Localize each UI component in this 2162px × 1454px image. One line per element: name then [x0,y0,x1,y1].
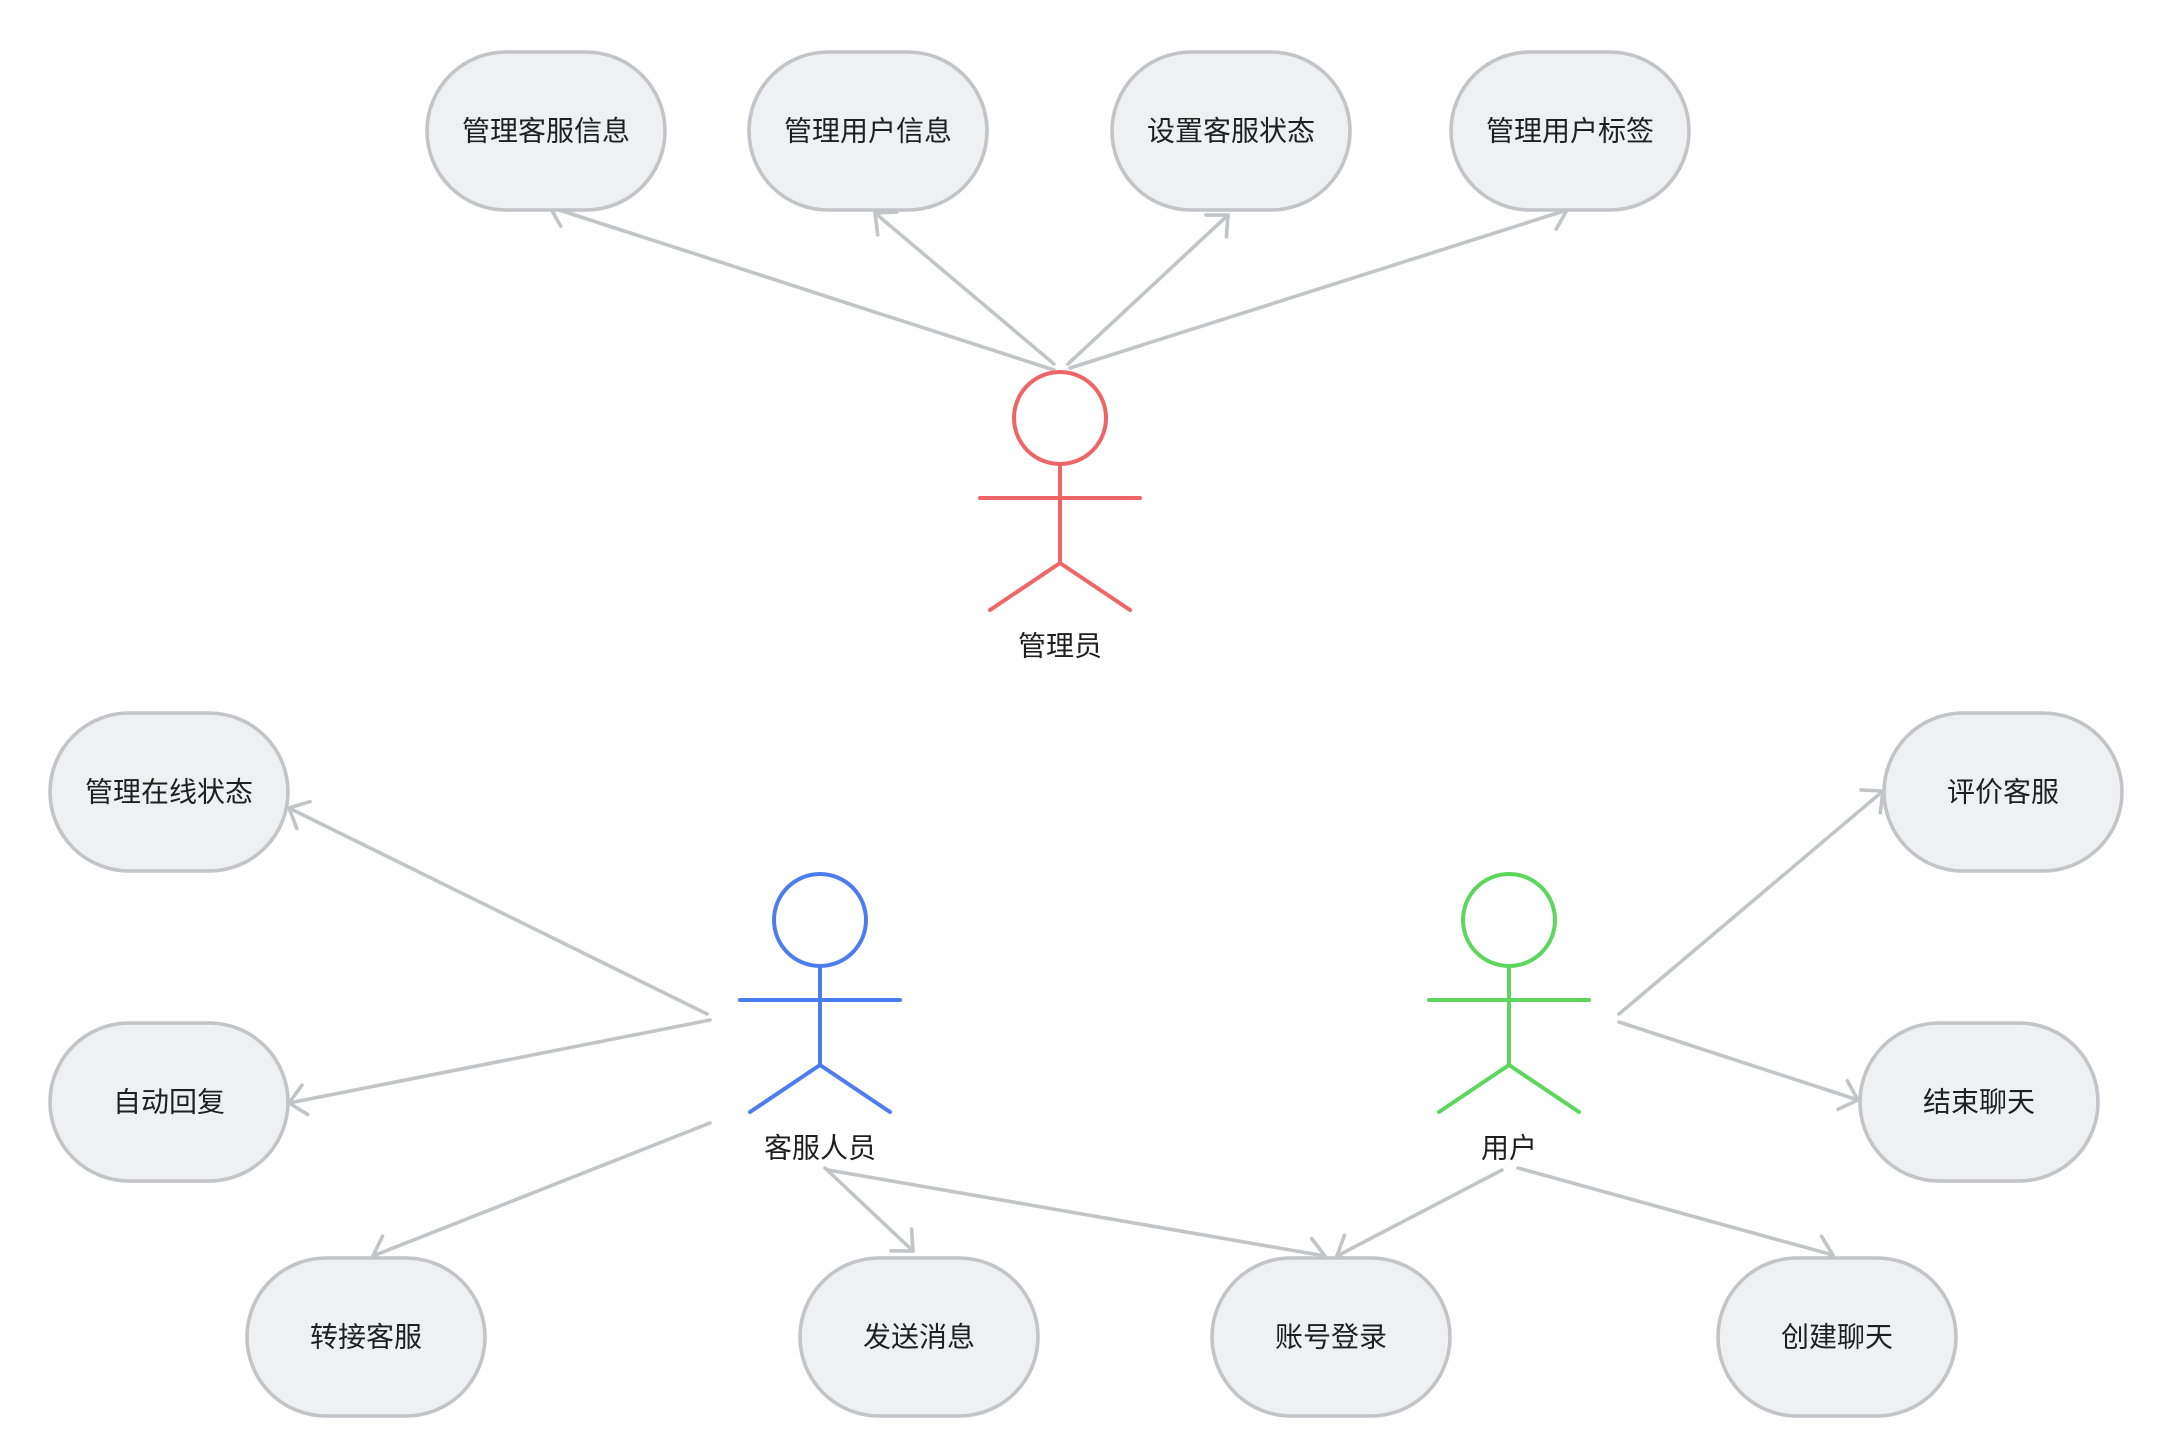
usecase-label: 管理在线状态 [85,776,253,809]
actor-agent[interactable]: 客服人员 [738,872,902,1165]
usecase-pill [1210,1256,1452,1418]
usecase-pill [1449,50,1691,212]
actor-user[interactable]: 用户 [1427,872,1591,1165]
usecase-auto-reply[interactable]: 自动回复 [48,1021,290,1183]
actor-right-leg [818,1063,892,1114]
usecase-pill [245,1256,487,1418]
usecase-label: 账号登录 [1275,1321,1387,1354]
actor-label: 用户 [1481,1132,1537,1165]
actor-label: 管理员 [1018,630,1102,663]
usecase-pill [48,711,290,873]
actor-left-leg [748,1063,822,1114]
usecase-label: 创建聊天 [1781,1321,1893,1354]
actor-admin[interactable]: 管理员 [978,370,1142,663]
actor-head [772,872,868,968]
actor-left-leg [1437,1063,1511,1114]
usecase-pill [798,1256,1040,1418]
usecase-manage-online-status[interactable]: 管理在线状态 [48,711,290,873]
edge-admin-to-manage-user-tags [1068,198,1569,370]
usecase-label: 评价客服 [1947,776,2059,809]
usecase-set-agent-status[interactable]: 设置客服状态 [1110,50,1352,212]
usecase-send-message[interactable]: 发送消息 [798,1256,1040,1418]
usecase-label: 发送消息 [863,1321,975,1354]
usecase-manage-user-tags[interactable]: 管理用户标签 [1449,50,1691,212]
arrowhead [873,210,899,237]
actor-head [1461,872,1557,968]
usecase-manage-agent-info[interactable]: 管理客服信息 [425,50,667,212]
usecase-end-chat[interactable]: 结束聊天 [1858,1021,2100,1183]
edge-agent-to-manage-online-status [287,799,709,1016]
usecase-label: 管理用户信息 [784,115,952,148]
edge-user-to-rate-agent [1617,788,1885,1016]
edge-agent-to-send-message [823,1166,915,1253]
usecase-pill [48,1021,290,1183]
actor-right-leg [1507,1063,1581,1114]
edge-admin-to-set-agent-status [1066,213,1230,366]
edge-agent-to-auto-reply [287,1018,712,1117]
usecase-transfer-agent[interactable]: 转接客服 [245,1256,487,1418]
usecase-manage-user-info[interactable]: 管理用户信息 [747,50,989,212]
usecase-create-chat[interactable]: 创建聊天 [1716,1256,1958,1418]
actor-label: 客服人员 [764,1132,876,1165]
usecase-account-login[interactable]: 账号登录 [1210,1256,1452,1418]
arrowhead [889,1227,915,1253]
edge-agent-to-account-login [826,1168,1327,1270]
arrowhead [287,799,312,831]
edge-admin-to-manage-agent-info [548,195,1056,372]
actor-right-leg [1058,561,1132,612]
usecase-label: 转接客服 [310,1321,422,1354]
usecase-pill [1110,50,1352,212]
usecase-rate-agent[interactable]: 评价客服 [1882,711,2124,873]
usecase-pill [747,50,989,212]
edge-admin-to-manage-user-info [873,210,1056,366]
actor-head [1012,370,1108,466]
usecase-pill [425,50,667,212]
edges-layer [287,195,1885,1270]
usecase-pill [1716,1256,1958,1418]
edge-user-to-create-chat [1516,1166,1835,1267]
usecase-label: 自动回复 [113,1086,225,1119]
edge-user-to-end-chat [1617,1020,1860,1112]
actor-left-leg [988,561,1062,612]
usecase-pill [1858,1021,2100,1183]
arrowhead [1836,1078,1860,1112]
usecase-label: 设置客服状态 [1147,115,1315,148]
usecase-label: 结束聊天 [1923,1086,2035,1119]
edge-user-to-account-login [1335,1168,1504,1264]
usecase-label: 管理用户标签 [1486,115,1654,148]
arrowhead [1204,213,1230,239]
usecase-label: 管理客服信息 [462,115,630,148]
usecase-pill [1882,711,2124,873]
edge-agent-to-transfer-agent [371,1121,712,1266]
